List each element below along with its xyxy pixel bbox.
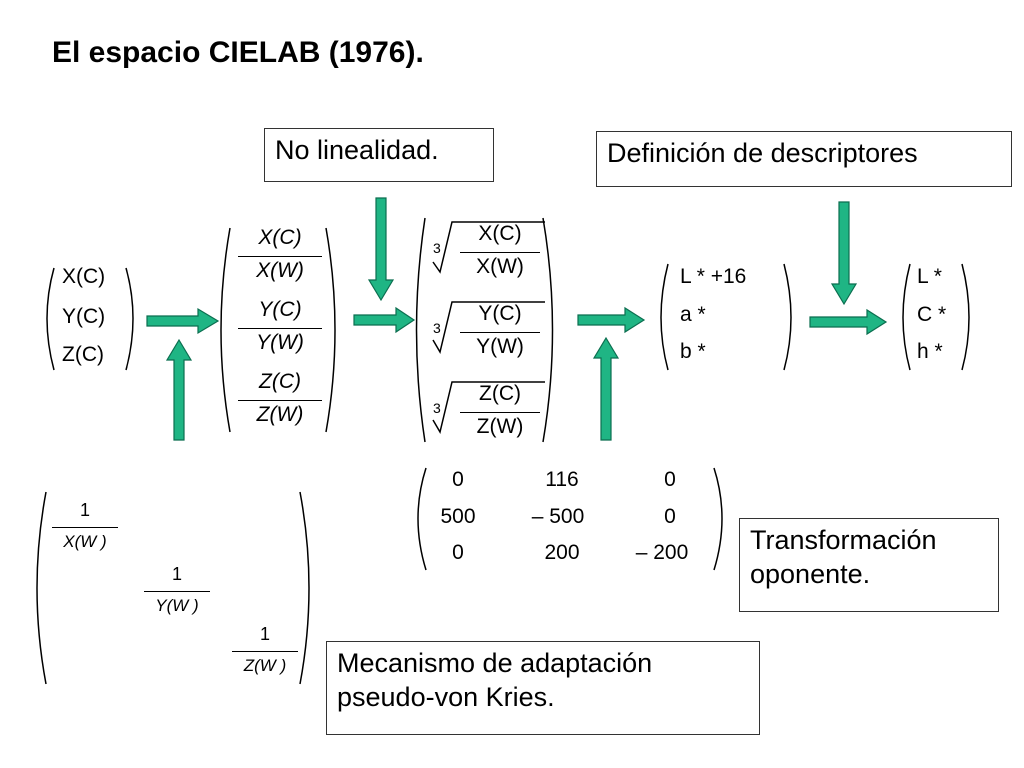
- cuberoot-num-x: X(C): [478, 222, 522, 245]
- input-x: X(C): [62, 265, 106, 288]
- diag-den: Y(W ): [155, 596, 199, 615]
- input-y: Y(C): [62, 305, 106, 328]
- normalized-den-x: X(W): [256, 259, 304, 282]
- bracket-right: [783, 263, 792, 371]
- mecanismo-label-line2: pseudo-von Kries.: [337, 682, 555, 712]
- normalized-den-z: Z(W): [256, 403, 304, 426]
- radical-sign: [432, 301, 545, 354]
- bracket-right: [961, 263, 970, 371]
- lab-b: b *: [680, 340, 706, 363]
- matrix-cell: 0: [452, 468, 464, 491]
- normalized-num-x: X(C): [258, 226, 302, 249]
- normalized-num-z: Z(C): [259, 370, 301, 393]
- radical-sign: [432, 381, 545, 434]
- arrow-up-icon: [592, 336, 620, 441]
- bracket-left: [220, 227, 231, 433]
- mecanismo-adaptacion-box: Mecanismo de adaptación pseudo-von Kries…: [326, 641, 760, 735]
- arrow-right-icon: [146, 307, 220, 335]
- fraction-line: [460, 412, 540, 413]
- matrix-cell: 0: [664, 505, 676, 528]
- fraction-line: [52, 527, 118, 528]
- fraction-line: [238, 256, 322, 257]
- arrow-up-icon: [165, 338, 193, 441]
- bracket-left: [36, 491, 47, 685]
- cuberoot-num-z: Z(C): [479, 382, 521, 405]
- matrix-cell: – 500: [531, 505, 585, 528]
- definicion-descriptores-box: Definición de descriptores: [596, 131, 1012, 187]
- diag-num: 1: [259, 624, 270, 644]
- bracket-left: [417, 467, 427, 571]
- lch-h: h *: [917, 340, 943, 363]
- matrix-cell: 0: [664, 468, 676, 491]
- matrix-cell: 500: [440, 505, 476, 528]
- arrow-down-icon: [367, 197, 395, 302]
- root-index: 3: [433, 240, 441, 256]
- mecanismo-label-line1: Mecanismo de adaptación: [337, 648, 653, 678]
- no-linealidad-label: No linealidad.: [275, 135, 439, 165]
- diag-den: Z(W ): [243, 656, 287, 675]
- normalized-num-y: Y(C): [258, 298, 302, 321]
- bracket-left: [46, 267, 55, 371]
- lch-l: L *: [917, 265, 942, 288]
- diag-num: 1: [79, 500, 90, 520]
- arrow-right-icon: [353, 306, 416, 334]
- transformacion-oponente-box: Transformación oponente.: [739, 518, 999, 612]
- fraction-line: [232, 651, 298, 652]
- normalized-den-y: Y(W): [256, 331, 304, 354]
- root-index: 3: [433, 320, 441, 336]
- bracket-right: [542, 217, 554, 443]
- matrix-cell: 116: [545, 468, 579, 491]
- lab-l: L * +16: [680, 265, 747, 288]
- diag-num: 1: [171, 564, 182, 584]
- root-index: 3: [433, 400, 441, 416]
- bracket-left: [415, 217, 426, 443]
- transformacion-label-line2: oponente.: [750, 559, 871, 589]
- bracket-left: [660, 263, 669, 371]
- matrix-cell: 0: [452, 541, 464, 564]
- transformacion-label-line1: Transformación: [750, 525, 937, 555]
- input-z: Z(C): [62, 343, 104, 366]
- page-title: El espacio CIELAB (1976).: [52, 36, 424, 69]
- cuberoot-den-y: Y(W): [476, 335, 524, 358]
- fraction-line: [238, 400, 322, 401]
- fraction-line: [238, 328, 322, 329]
- fraction-line: [144, 591, 210, 592]
- arrow-right-icon: [809, 308, 888, 336]
- definicion-descriptores-label: Definición de descriptores: [607, 138, 918, 168]
- no-linealidad-box: No linealidad.: [264, 128, 494, 182]
- bracket-right: [325, 227, 336, 433]
- cuberoot-den-z: Z(W): [476, 415, 524, 438]
- bracket-left: [902, 263, 911, 371]
- bracket-right: [299, 491, 310, 685]
- arrow-down-icon: [830, 201, 858, 306]
- matrix-cell: – 200: [635, 541, 689, 564]
- arrow-right-icon: [577, 306, 646, 334]
- fraction-line: [460, 252, 540, 253]
- diag-den: X(W ): [63, 532, 107, 551]
- bracket-right: [713, 467, 723, 571]
- lab-a: a *: [680, 303, 706, 326]
- bracket-right: [125, 267, 134, 371]
- cuberoot-den-x: X(W): [476, 255, 524, 278]
- fraction-line: [460, 332, 540, 333]
- lch-c: C *: [917, 303, 947, 326]
- cuberoot-num-y: Y(C): [478, 302, 522, 325]
- radical-sign: [432, 221, 545, 274]
- matrix-cell: 200: [544, 541, 580, 564]
